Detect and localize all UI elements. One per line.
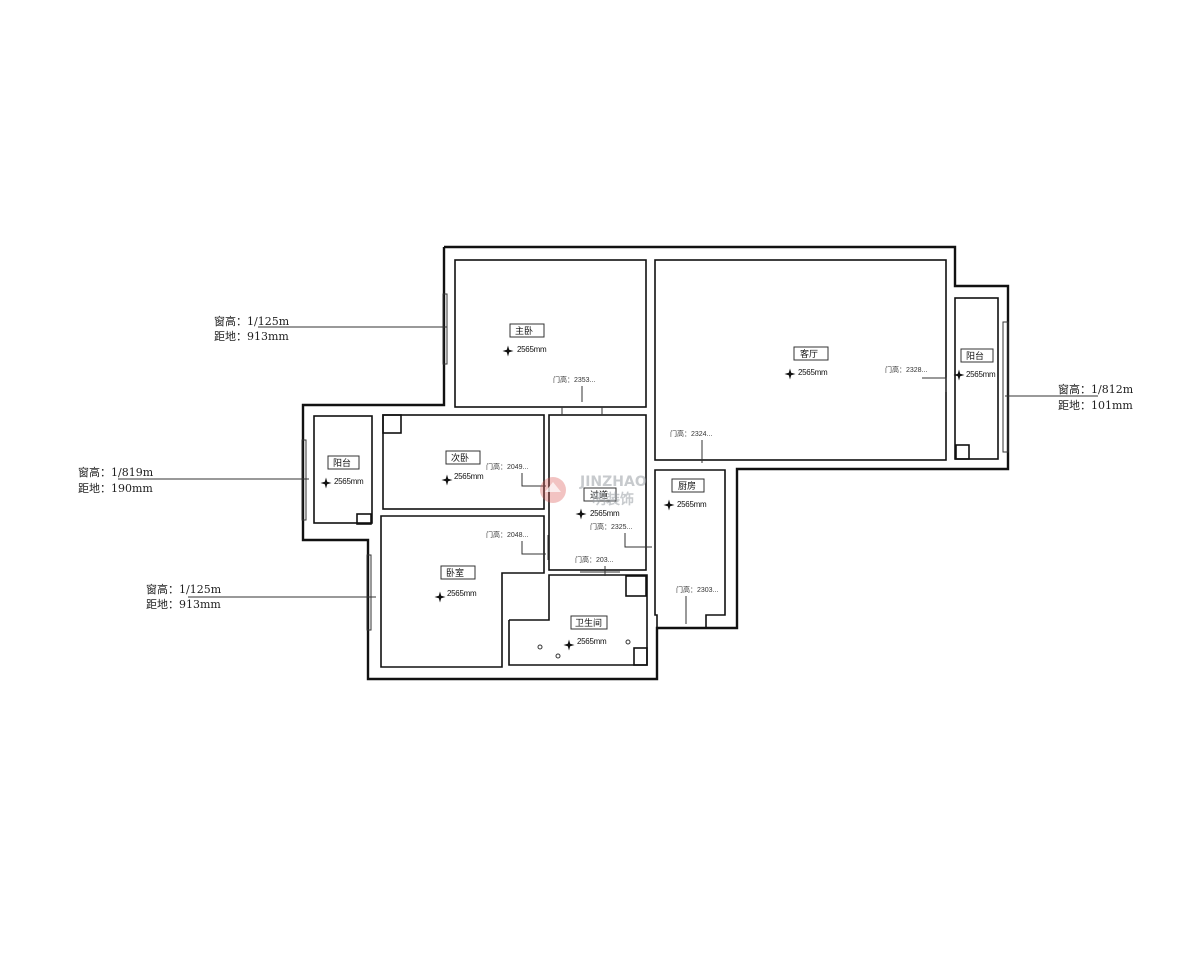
window-height-label: 窗高：1/819m <box>78 465 154 479</box>
door-height-label: 门高：2325... <box>590 522 632 531</box>
room-second-bedroom: 次卧 2565mm <box>441 450 484 486</box>
room-corridor: 过道 2565mm <box>575 487 620 520</box>
window-height-label: 窗高：1/125m <box>214 314 290 328</box>
room-height: 2565mm <box>447 589 477 598</box>
door-height-label: 门高：2353... <box>553 375 595 384</box>
window-sill-label: 距地：190mm <box>78 482 153 495</box>
room-master-bedroom: 主卧 2565mm <box>502 323 547 357</box>
room-name: 阳台 <box>966 350 984 362</box>
room-name: 卧室 <box>446 567 464 579</box>
room-name: 卫生间 <box>575 617 602 629</box>
window-sill-label: 距地：913mm <box>214 330 289 343</box>
room-balcony-east: 阳台 2565mm <box>953 348 996 381</box>
door-height-label: 门高：203... <box>575 555 614 564</box>
room-height: 2565mm <box>334 477 364 486</box>
room-height: 2565mm <box>454 472 484 481</box>
door-d3: 门高：2324... <box>670 429 712 463</box>
window-label-w4: 窗高：1/812m 距地：101mm <box>1058 382 1134 412</box>
watermark-latin: JINZHAO <box>579 474 647 490</box>
watermark: JINZHAO 明装饰 <box>540 474 647 508</box>
room-name: 厨房 <box>678 480 696 492</box>
window-sill-label: 距地：913mm <box>146 598 221 611</box>
door-height-label: 门高：2324... <box>670 429 712 438</box>
door-height-label: 门高：2048... <box>486 530 528 539</box>
room-height: 2565mm <box>590 509 620 518</box>
room-name: 客厅 <box>800 348 818 360</box>
door-height-label: 门高：2303... <box>676 585 718 594</box>
door-d4: 门高：2049... <box>486 462 546 487</box>
room-third-bedroom: 卧室 2565mm <box>434 565 477 603</box>
window-height-label: 窗高：1/125m <box>146 582 222 596</box>
room-height: 2565mm <box>677 500 707 509</box>
room-name: 次卧 <box>451 452 469 464</box>
window-markers <box>301 293 1009 631</box>
door-height-label: 门高：2049... <box>486 462 528 471</box>
room-kitchen: 厨房 2565mm <box>663 478 707 511</box>
inner-walls <box>313 259 999 668</box>
door-d7: 门高：203... <box>575 555 614 576</box>
door-d6: 门高：2048... <box>486 530 546 555</box>
room-height: 2565mm <box>517 345 547 354</box>
room-name: 阳台 <box>333 457 351 469</box>
door-d1: 门高：2353... <box>553 375 595 402</box>
window-leaders <box>118 326 1098 598</box>
door-height-label: 门高：2328... <box>885 365 927 374</box>
room-name: 主卧 <box>515 325 533 337</box>
door-d5: 门高：2325... <box>590 522 652 548</box>
window-label-w1: 窗高：1/125m 距地：913mm <box>214 314 290 343</box>
window-label-w2: 窗高：1/819m 距地：190mm <box>78 465 154 495</box>
window-height-label: 窗高：1/812m <box>1058 382 1134 396</box>
window-label-w3: 窗高：1/125m 距地：913mm <box>146 582 222 611</box>
door-d2: 门高：2328... <box>885 365 947 392</box>
room-name: 过道 <box>590 489 608 501</box>
room-height: 2565mm <box>577 637 607 646</box>
room-height: 2565mm <box>966 370 996 379</box>
room-bathroom: 卫生间 2565mm <box>537 615 631 659</box>
room-height: 2565mm <box>798 368 828 377</box>
room-balcony-west: 阳台 2565mm <box>320 455 364 489</box>
room-living-room: 客厅 2565mm <box>784 346 829 380</box>
watermark-cn: 明装饰 <box>592 491 634 508</box>
window-sill-label: 距地：101mm <box>1058 399 1133 412</box>
door-d8: 门高：2303... <box>676 585 718 624</box>
